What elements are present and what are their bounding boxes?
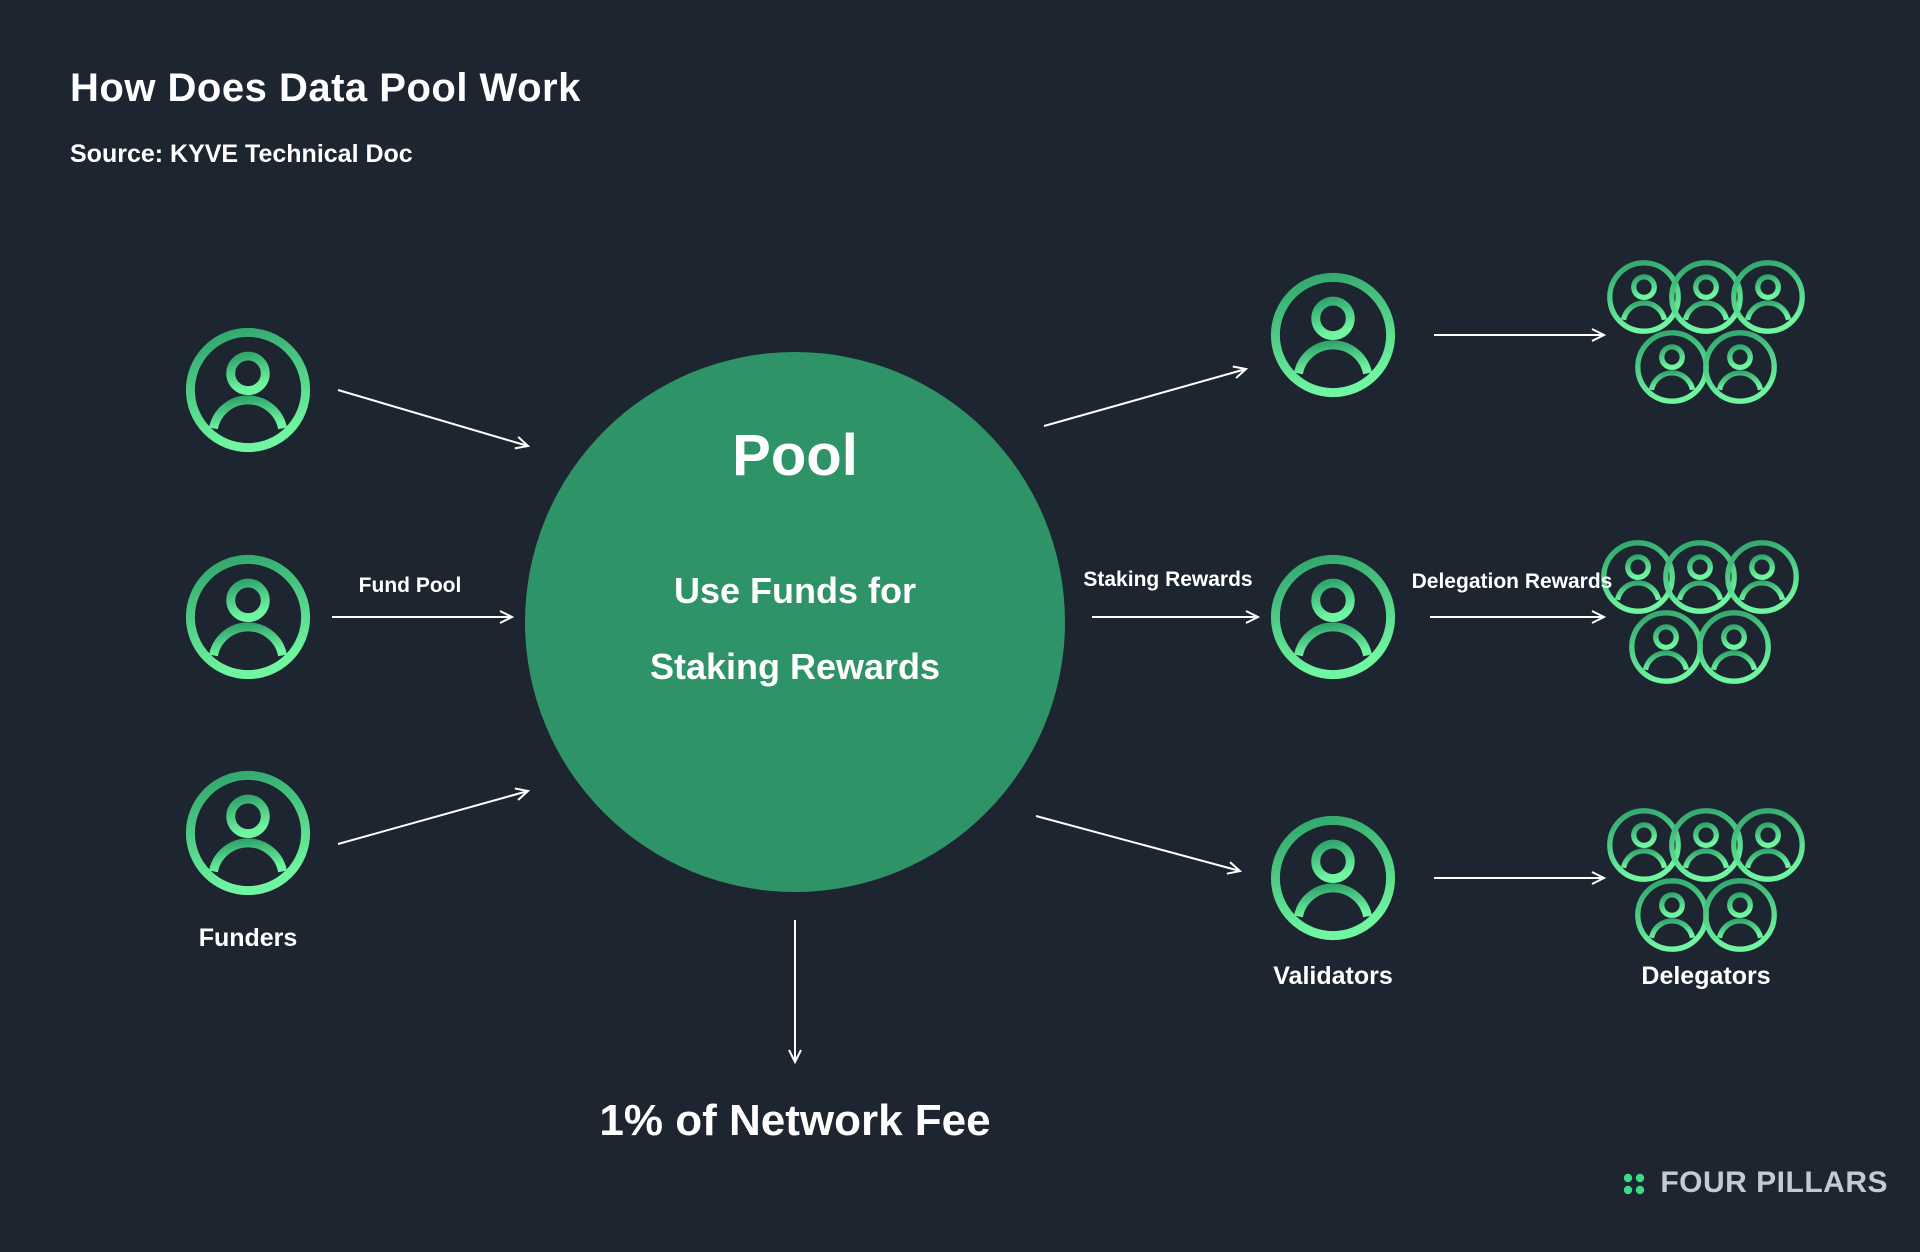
validator-icon	[1269, 271, 1397, 399]
delegation-rewards-label: Delegation Rewards	[1411, 570, 1613, 593]
delegator-group-icon	[1606, 807, 1806, 953]
delegator-group-icon	[1606, 259, 1806, 405]
validator-icon	[1269, 814, 1397, 942]
network-fee-label: 1% of Network Fee	[599, 1096, 991, 1145]
arrow-pool-to-validator1	[1043, 365, 1249, 427]
pool-description-line1: Use Funds for	[673, 570, 916, 611]
arrow-pool-to-validator3	[1035, 815, 1243, 875]
funders-label: Funders	[198, 924, 298, 952]
brand-name: FOUR PILLARS	[1660, 1166, 1888, 1199]
funder-icon	[184, 326, 312, 454]
pool-description-line2: Staking Rewards	[649, 646, 941, 687]
pool-title: Pool	[732, 423, 858, 488]
arrow-funder3-to-pool	[337, 787, 531, 845]
page-title: How Does Data Pool Work	[70, 66, 581, 110]
validator-icon	[1269, 553, 1397, 681]
funder-icon	[184, 553, 312, 681]
arrow-funder1-to-pool	[337, 389, 531, 450]
delegator-group-icon	[1600, 539, 1800, 685]
validators-label: Validators	[1273, 962, 1393, 990]
funder-icon	[184, 769, 312, 897]
brand-logo: FOUR PILLARS	[1618, 1166, 1888, 1200]
source-caption: Source: KYVE Technical Doc	[70, 140, 413, 168]
staking-rewards-label: Staking Rewards	[1083, 568, 1253, 591]
pool-circle: Pool Use Funds for Staking Rewards	[525, 352, 1065, 892]
four-dots-icon	[1624, 1173, 1645, 1195]
delegators-label: Delegators	[1641, 962, 1771, 990]
fund-pool-label: Fund Pool	[358, 574, 462, 597]
